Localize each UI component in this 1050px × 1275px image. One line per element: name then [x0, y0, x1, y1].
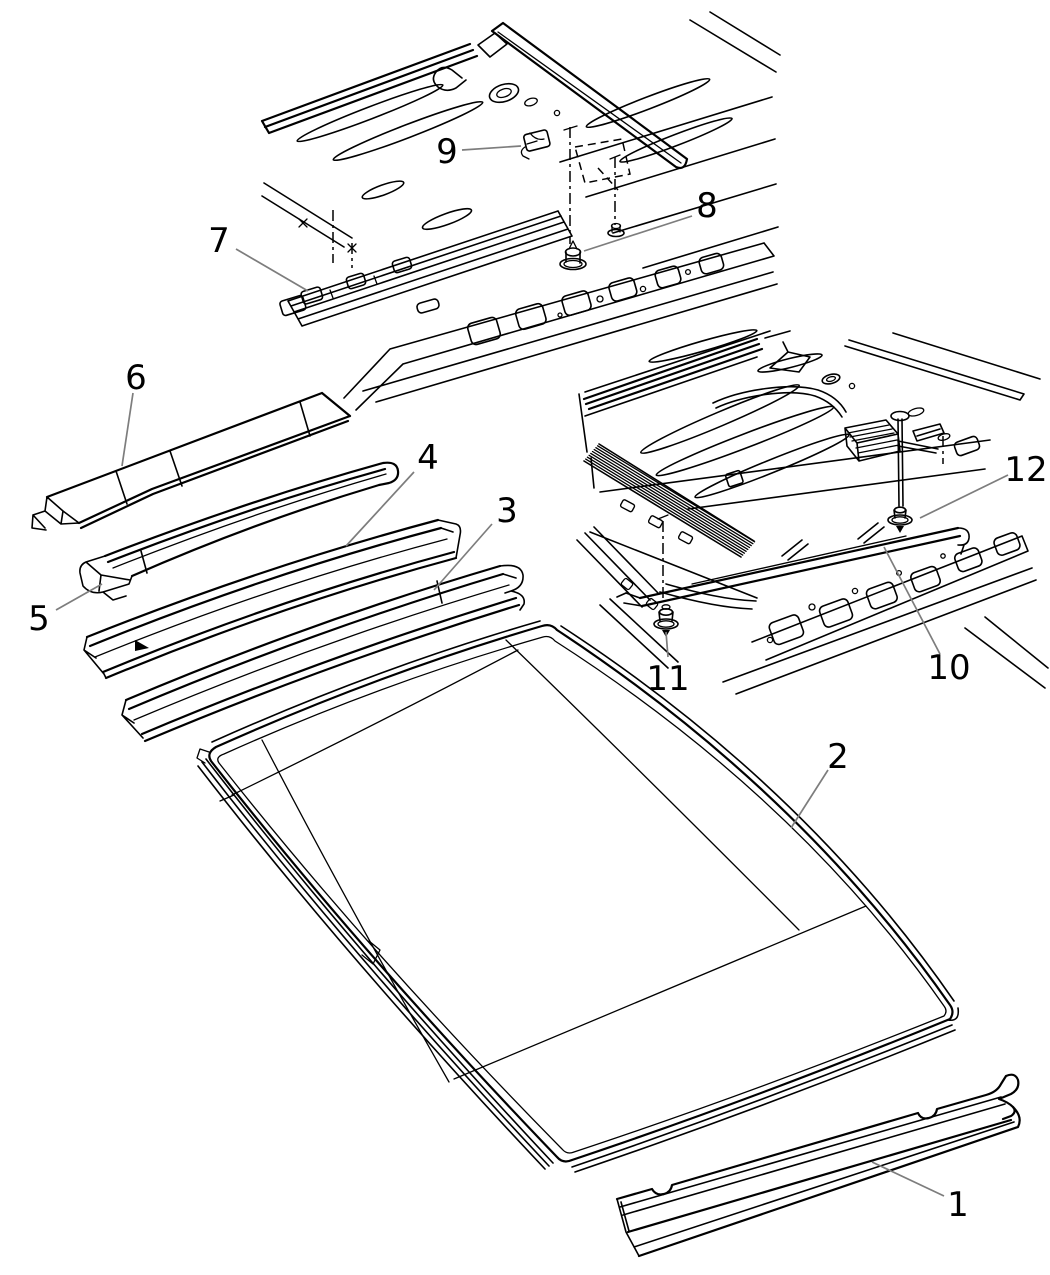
screw-part8	[559, 125, 631, 271]
panel-interior-lines	[231, 639, 867, 1083]
leader-7	[235, 248, 309, 292]
mounting-axis-dashdot	[332, 210, 353, 268]
rib-slot	[639, 383, 801, 455]
inset-roof-underside-rear	[576, 329, 1049, 695]
leader-5	[55, 583, 103, 611]
square-hole	[724, 469, 744, 488]
screw-axis-dashdot	[569, 127, 616, 244]
rib-slot	[694, 433, 850, 499]
rib-slot	[332, 100, 484, 162]
rib-slot	[585, 77, 711, 129]
panel-inner-outline	[217, 635, 947, 1154]
leader-lines	[55, 145, 1009, 1197]
rail-hole	[953, 547, 983, 573]
callout-8: 8	[696, 186, 718, 226]
callout-11: 11	[646, 659, 689, 699]
bow-hook-bracket	[432, 66, 467, 92]
front-header-rail	[343, 242, 778, 411]
rail-hole	[993, 532, 1021, 556]
panel-left-edge-band	[197, 758, 554, 1170]
callout-10: 10	[927, 648, 970, 688]
panel-right-edge-band	[211, 620, 960, 1022]
bow-end-bracket-part5	[79, 550, 148, 601]
panel-floor-lines	[599, 439, 991, 510]
leader-2	[790, 769, 829, 829]
callout-5: 5	[28, 599, 50, 639]
rib-slot	[648, 329, 758, 363]
rear-bracket	[764, 330, 811, 373]
callout-1: 1	[947, 1185, 969, 1225]
hatched-header-band	[583, 443, 756, 558]
roof-bow-part3	[121, 564, 526, 743]
z-bracket	[912, 423, 945, 442]
panel-edge-details	[196, 748, 381, 965]
rail-hole	[514, 302, 547, 331]
rib-slot	[757, 353, 823, 373]
front-rail-part1	[615, 1073, 1021, 1258]
rail-hole	[910, 565, 942, 593]
callout-labels: 1 2 3 4 5 6 7 8 9 10 11 12	[28, 132, 1047, 1225]
screw-part11	[653, 514, 679, 637]
track-clamp	[300, 286, 324, 305]
track-clamp	[391, 256, 413, 274]
leader-12	[919, 474, 1009, 519]
roof-bow-crossmember	[432, 21, 689, 170]
rib-slot	[619, 117, 733, 163]
clip-part9	[520, 129, 551, 160]
roof-edge-stripe	[260, 42, 479, 135]
track-assembly-part7	[279, 210, 573, 327]
grommet-hole	[488, 82, 520, 104]
rail-hole	[768, 614, 805, 646]
callout-6: 6	[125, 358, 147, 398]
mount-location-dashed-box	[574, 138, 631, 191]
rail-bar-part10	[616, 522, 970, 608]
small-slot	[361, 180, 405, 200]
track-clamp	[345, 272, 367, 290]
rail-hole	[865, 581, 898, 610]
panel-outer-outline	[208, 624, 954, 1163]
rear-rail-band	[722, 532, 1049, 695]
corner-fold-lines	[576, 526, 758, 669]
panel-bottom-edge-band	[571, 1024, 956, 1173]
leader-4	[345, 471, 415, 547]
roof-edge-stripe	[582, 337, 764, 411]
leader-8	[583, 215, 693, 252]
leader-3	[433, 523, 493, 591]
screw-part12	[764, 330, 951, 533]
leader-11	[665, 631, 669, 658]
track-clamp	[279, 294, 307, 317]
callout-3: 3	[496, 491, 518, 531]
roof-molding-part6	[31, 391, 352, 531]
inset-roof-underside-front	[260, 11, 781, 411]
leader-10	[883, 546, 941, 655]
leader-1	[871, 1161, 945, 1197]
locating-cross-marks	[298, 218, 357, 253]
callout-2: 2	[827, 737, 849, 777]
small-slot	[421, 207, 473, 231]
roof-bow-part5	[79, 461, 400, 601]
callout-4: 4	[417, 438, 439, 478]
rail-hole	[608, 277, 638, 302]
rail-hole	[561, 290, 592, 317]
rail-hole	[654, 265, 682, 289]
callout-9: 9	[436, 132, 458, 172]
rail-hole	[818, 598, 854, 628]
leader-6	[121, 392, 134, 467]
leader-9	[461, 145, 522, 151]
roof-panel-part2	[196, 620, 960, 1173]
callout-7: 7	[208, 221, 230, 261]
rail-hole	[698, 252, 725, 275]
bow-end-plate	[477, 32, 508, 58]
callout-12: 12	[1004, 450, 1047, 490]
roof-bow-part4	[83, 518, 462, 680]
rail-hole	[466, 316, 502, 346]
rail-slot	[416, 298, 440, 314]
rib-slot	[296, 83, 444, 143]
opening-trim-curve	[659, 583, 757, 610]
exploded-bows	[31, 391, 526, 743]
